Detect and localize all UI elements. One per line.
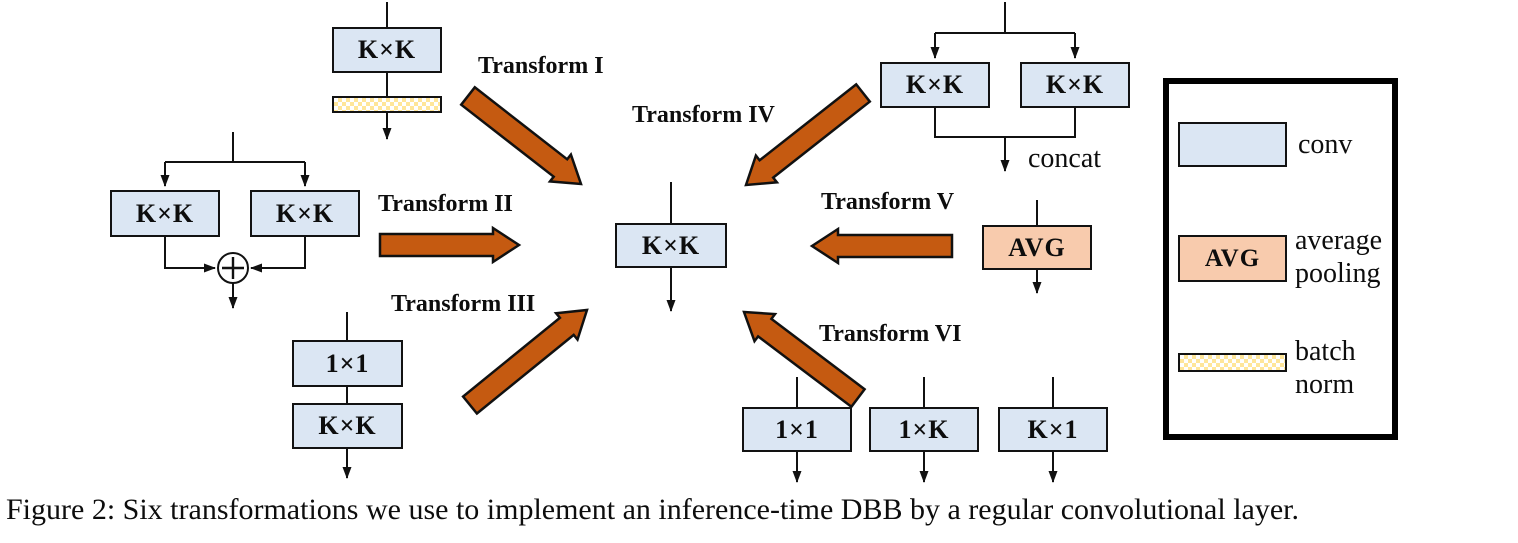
legend: conv AVG average pooling batch norm — [1163, 78, 1398, 440]
t4-split-line — [935, 2, 1075, 34]
t3-conv-block-kxk: K×K — [292, 403, 403, 449]
transform-i-label: Transform I — [478, 53, 604, 79]
legend-avg-swatch-text: AVG — [1204, 244, 1261, 272]
t4-conv-block-left: K×K — [880, 62, 990, 108]
t2-right-to-add-arrow-icon — [250, 237, 306, 273]
t3-conv-block-1x1: 1×1 — [292, 340, 403, 387]
t1-conv-block: K×K — [332, 27, 442, 73]
t6-conv-block-1xk: 1×K — [869, 407, 979, 452]
t6-conv-block-1x1: 1×1 — [742, 407, 852, 452]
t5-avg-pool-block: AVG — [982, 225, 1092, 270]
legend-avg-swatch: AVG — [1178, 235, 1287, 282]
transform-vi-label: Transform VI — [819, 321, 962, 347]
plus-icon — [222, 257, 244, 279]
transform-iii-label: Transform III — [391, 291, 536, 317]
transform-ii-label: Transform II — [378, 191, 513, 217]
transform-iv-arrow-icon — [744, 82, 872, 187]
transform-v-arrow-icon — [809, 226, 954, 266]
figure-caption: Figure 2: Six transformations we use to … — [6, 493, 1300, 526]
transform-iii-arrow-icon — [461, 308, 589, 416]
legend-conv-label: conv — [1298, 129, 1353, 160]
transform-arrows — [378, 82, 954, 416]
legend-bn-swatch — [1178, 353, 1287, 372]
t1-batchnorm-strip — [332, 96, 442, 113]
transform-ii-arrow-icon — [378, 225, 522, 265]
t6-conv-block-kx1: K×1 — [998, 407, 1108, 452]
t4-conv-block-right: K×K — [1020, 62, 1130, 108]
t2-left-to-add-arrow-icon — [164, 237, 216, 273]
legend-bn-label: batch norm — [1295, 336, 1356, 401]
t2-conv-block-left: K×K — [110, 190, 220, 237]
t2-split-line — [165, 132, 305, 163]
t4-merge-line — [934, 108, 1076, 138]
concat-label: concat — [1028, 143, 1102, 174]
transform-iv-label: Transform IV — [632, 102, 775, 128]
transform-i-arrow-icon — [459, 85, 583, 186]
transform-vi-arrow-icon — [742, 310, 867, 409]
center-conv-block: K×K — [615, 223, 727, 268]
t2-conv-block-right: K×K — [250, 190, 360, 237]
legend-conv-swatch — [1178, 122, 1287, 167]
thin-connectors — [160, 2, 1080, 483]
legend-avg-label: average pooling — [1295, 225, 1383, 290]
transform-v-label: Transform V — [821, 189, 955, 215]
